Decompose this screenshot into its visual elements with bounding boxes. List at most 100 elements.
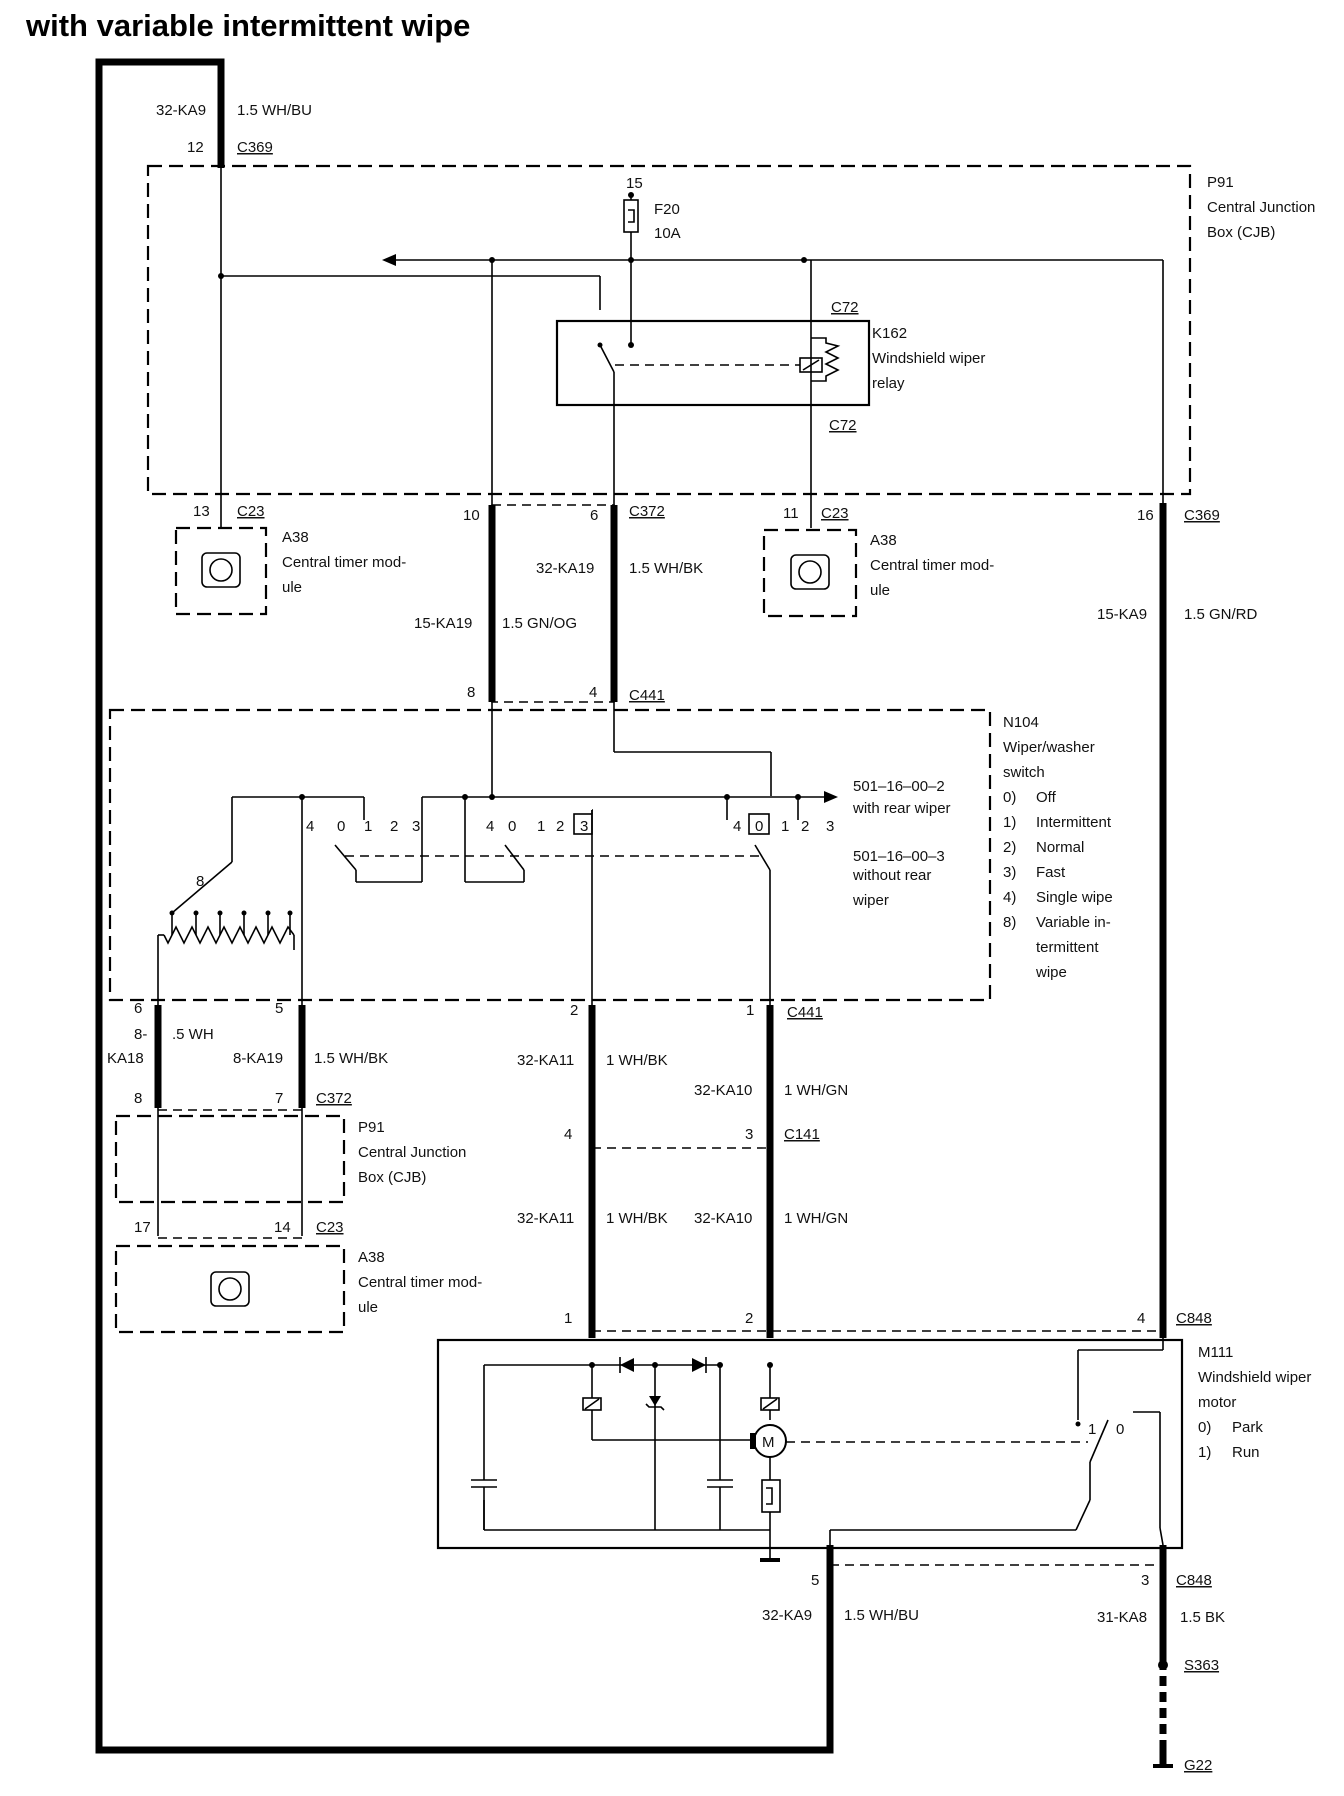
- wire-ka11-b-spec: 1 WH/BK: [606, 1210, 668, 1227]
- a38-left-name-1: Central timer mod-: [282, 554, 406, 571]
- ref-norear-text-1: without rear: [852, 867, 931, 884]
- n104-pos-2-label: Normal: [1036, 839, 1084, 856]
- a38-mid-name-1: Central timer mod-: [870, 557, 994, 574]
- ref-norear-text-2: wiper: [852, 892, 889, 909]
- grp2-contact-2: 2: [556, 818, 564, 835]
- variable-pos-label: 8: [196, 873, 204, 890]
- grp2-contact-0: 0: [508, 818, 516, 835]
- a38-bottom-module-icon: [210, 1271, 250, 1307]
- c141-pin-right: 3: [745, 1126, 753, 1143]
- ground-g22-label: G22: [1184, 1757, 1212, 1774]
- c848-bottom-pin-a: 5: [811, 1572, 819, 1589]
- c369-right-pin: 16: [1137, 507, 1154, 524]
- c23-mid-name: C23: [821, 505, 849, 522]
- c141-pin-left: 4: [564, 1126, 572, 1143]
- a38-left-box: [174, 526, 268, 616]
- m111-box: [436, 1338, 1184, 1550]
- c441-bottom-pin-d: 1: [746, 1002, 754, 1019]
- c848-top-pin-c: 4: [1137, 1310, 1145, 1327]
- relay-name-2: relay: [872, 375, 905, 392]
- relay-contact-fixed: [628, 342, 634, 348]
- wire-bottom-ka9-circuit: 32-KA9: [762, 1607, 812, 1624]
- wire-ka18-circuit-2: KA18: [107, 1050, 144, 1067]
- wire-ka10-a-spec: 1 WH/GN: [784, 1082, 848, 1099]
- park-arm-return: [1075, 1499, 1091, 1531]
- c441-top-pin-right: 4: [589, 684, 597, 701]
- fuse-icon: [623, 199, 639, 233]
- c441-bottom-pin-c: 2: [570, 1002, 578, 1019]
- grp3-contact-0: 0: [755, 818, 763, 835]
- n104-pos-8-num: 8): [1003, 914, 1016, 931]
- a38-bottom-name-2: ule: [358, 1299, 378, 1316]
- c441-bottom-pin-a: 6: [134, 1000, 142, 1017]
- n104-pos-3-label: Fast: [1036, 864, 1066, 881]
- fuse-id: F20: [654, 201, 680, 218]
- n104-pos-4-label: Single wipe: [1036, 889, 1113, 906]
- m111-pos-1-num: 1): [1198, 1444, 1211, 1461]
- c441-top-pin-left: 8: [467, 684, 475, 701]
- grp1-contact-4: 4: [306, 818, 314, 835]
- c372-top-pin-right: 6: [590, 507, 598, 524]
- motor-coil-right-diag: [762, 1398, 778, 1410]
- c372-top-pin-left: 10: [463, 507, 480, 524]
- park-to-c848-3: [1159, 1527, 1164, 1546]
- c369-top-pin: 12: [187, 139, 204, 156]
- a38-mid-transistor-icon: [798, 560, 822, 584]
- c369-right-name: C369: [1184, 507, 1220, 524]
- relay-switch-arm: [599, 344, 615, 373]
- a38-bottom-transistor-icon: [218, 1277, 242, 1301]
- wire-ka19-gnog-spec: 1.5 GN/OG: [502, 615, 577, 632]
- zener-diode-icon: [649, 1396, 661, 1406]
- grp1-contact-3: 3: [412, 818, 420, 835]
- grp3-contact-3: 3: [826, 818, 834, 835]
- p91-top-name-2: Box (CJB): [1207, 224, 1275, 241]
- grp3-contact-0-box: [748, 813, 770, 835]
- wire-ka19-8-circuit: 8-KA19: [233, 1050, 283, 1067]
- m111-pos-0-label: Park: [1232, 1419, 1263, 1436]
- wire-ka19-whbk-spec: 1.5 WH/BK: [629, 560, 703, 577]
- ref-rear-text: with rear wiper: [852, 800, 951, 817]
- p91-top-id: P91: [1207, 174, 1234, 191]
- a38-bottom-name-1: Central timer mod-: [358, 1274, 482, 1291]
- wire-ka11-b-circuit: 32-KA11: [517, 1210, 574, 1227]
- wire-ka11-a-spec: 1 WH/BK: [606, 1052, 668, 1069]
- wire-bottom-ka9-spec: 1.5 WH/BU: [844, 1607, 919, 1624]
- wire-ka19-gnog-circuit: 15-KA19: [414, 615, 472, 632]
- motor-thermal-element: [766, 1487, 773, 1505]
- grp2-contact-4: 4: [486, 818, 494, 835]
- motor-brush-left: [750, 1433, 756, 1449]
- ref-rear-code: 501–16–00–2: [853, 778, 945, 795]
- n104-pos-1-num: 1): [1003, 814, 1016, 831]
- relay-id: K162: [872, 325, 907, 342]
- diode-left-icon: [620, 1358, 634, 1372]
- fuse-element-icon: [628, 209, 635, 223]
- p91-top-box: [146, 164, 1192, 496]
- a38-left-id: A38: [282, 529, 309, 546]
- c848-bottom-pin-b: 3: [1141, 1572, 1149, 1589]
- diode-right-icon: [692, 1358, 706, 1372]
- diagram-title: with variable intermittent wipe: [25, 8, 470, 43]
- wire-ka11-a-circuit: 32-KA11: [517, 1052, 574, 1069]
- c23-mid-pin: 11: [783, 505, 799, 522]
- a38-bottom-box: [114, 1244, 346, 1334]
- motor-coil-left-diag: [584, 1398, 600, 1410]
- c372-bottom-pin-b: 7: [275, 1090, 283, 1107]
- relay-k162-box: [555, 319, 871, 407]
- c441-bottom-name: C441: [787, 1004, 823, 1021]
- n104-node-3: [489, 794, 495, 800]
- c441-top-name: C441: [629, 687, 665, 704]
- grp2-contact-1: 1: [537, 818, 545, 835]
- fuse-rating: 10A: [654, 225, 681, 242]
- bus-arrow-icon: [382, 254, 396, 266]
- grp2-switch-arm: [504, 844, 525, 871]
- grp3-contact-1: 1: [781, 818, 789, 835]
- loop-wire-32-ka9: [95, 58, 834, 1754]
- timer-feed-node: [218, 273, 224, 279]
- park-switch-pos-0: 0: [1116, 1421, 1124, 1438]
- m111-id: M111: [1198, 1344, 1233, 1361]
- n104-name-1: Wiper/washer: [1003, 739, 1095, 756]
- a38-left-module-icon: [201, 552, 241, 588]
- wire-top-spec: 1.5 WH/BU: [237, 102, 312, 119]
- grp1-switch-arm: [334, 844, 357, 871]
